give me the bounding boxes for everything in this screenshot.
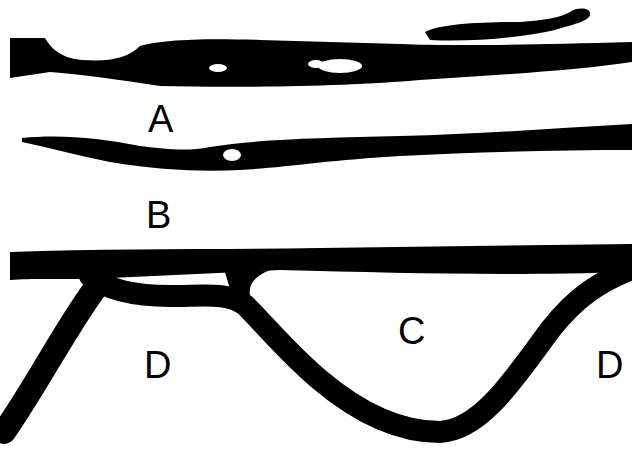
upper-fragment — [425, 8, 590, 40]
region-label: D — [144, 346, 171, 384]
region-label: D — [596, 346, 623, 384]
arch-and-valley — [90, 266, 632, 432]
region-label: A — [148, 100, 173, 138]
region-label: C — [398, 312, 425, 350]
upper-strand — [10, 38, 632, 87]
strand-hole — [223, 149, 241, 161]
strand-hole — [308, 60, 324, 68]
strand-hole — [209, 64, 227, 72]
region-label: B — [146, 196, 171, 234]
middle-strand — [22, 124, 632, 171]
valley-notch — [225, 270, 270, 296]
left-branch — [4, 282, 100, 432]
strand-hole — [318, 59, 362, 73]
